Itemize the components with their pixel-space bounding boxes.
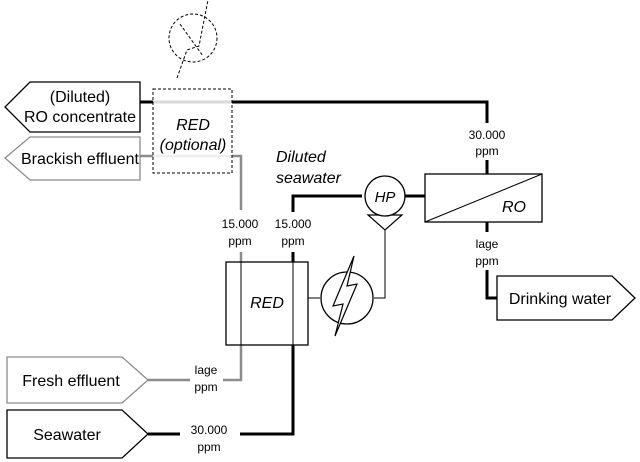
conc-ro-in-unit: ppm: [475, 144, 498, 158]
ro-concentrate-label-line1: (Diluted): [50, 89, 110, 106]
seawater-label: Seawater: [33, 427, 101, 444]
permeate-ppm-value: lage: [476, 237, 499, 251]
hp-pump-base: [366, 214, 404, 231]
ro-label: RO: [502, 199, 526, 216]
turbine-generator-icon: [320, 255, 374, 337]
brackish-ppm-unit: ppm: [228, 234, 251, 248]
ro-concentrate-label-line2: RO concentrate: [24, 109, 136, 126]
red-box: [225, 261, 309, 346]
pipe-hp-to-turbine: [374, 215, 386, 299]
seawater-ppm-value: 30.000: [191, 423, 228, 437]
conc-ro-in-value: 30.000: [469, 128, 506, 142]
stream-drinking-water: Drinking water: [496, 275, 636, 321]
pipe-ro-concentrate: [140, 100, 489, 123]
permeate-ppm-unit: ppm: [475, 254, 498, 268]
red-unit: RED: [225, 261, 309, 346]
diluted-seawater-label-line2: seawater: [276, 170, 342, 187]
stream-seawater: Seawater: [6, 409, 149, 459]
optional-generator-icon: [168, 0, 218, 79]
drinking-water-arrow-shape: [496, 275, 636, 321]
brackish-effluent-arrow-shape: [4, 136, 141, 181]
stream-brackish-effluent: Brackish effluent: [4, 136, 141, 181]
pipe-diluted-to-hp: [291, 194, 362, 212]
brackish-effluent-label: Brackish effluent: [21, 151, 140, 168]
hp-label: HP: [375, 189, 396, 206]
ro-membrane: [424, 173, 543, 223]
fresh-effluent-arrow-shape: [6, 356, 149, 404]
hp-pump: HP: [364, 175, 406, 231]
ro-unit: RO: [424, 173, 543, 223]
pipe-fresh-effluent-b: [223, 345, 243, 382]
brackish-ppm-value: 15.000: [222, 217, 259, 231]
diluted-seawater-label-line1: Diluted: [276, 149, 327, 166]
red-optional-label-line1: RED: [176, 117, 210, 134]
pipe-seawater-b: [240, 345, 295, 436]
stream-fresh-effluent: Fresh effluent: [6, 356, 149, 404]
fresh-ppm-unit: ppm: [194, 380, 217, 394]
seawater-ppm-unit: ppm: [197, 440, 220, 454]
hp-pump-circle: [364, 175, 406, 217]
stream-ro-concentrate: (Diluted) RO concentrate: [4, 81, 141, 133]
seawater-arrow-shape: [6, 409, 149, 459]
red-optional-label-line2: (optional): [160, 137, 227, 154]
red-optional-box: [152, 88, 233, 174]
pipe-permeate-b: [485, 270, 497, 300]
diluted-ppm-unit: ppm: [281, 234, 304, 248]
fresh-ppm-value: lage: [195, 363, 218, 377]
drinking-water-label: Drinking water: [509, 291, 612, 308]
ro-concentrate-arrow-shape: [4, 81, 141, 133]
red-label: RED: [250, 295, 284, 312]
fresh-effluent-label: Fresh effluent: [22, 373, 120, 390]
diluted-ppm-value: 15.000: [275, 217, 312, 231]
